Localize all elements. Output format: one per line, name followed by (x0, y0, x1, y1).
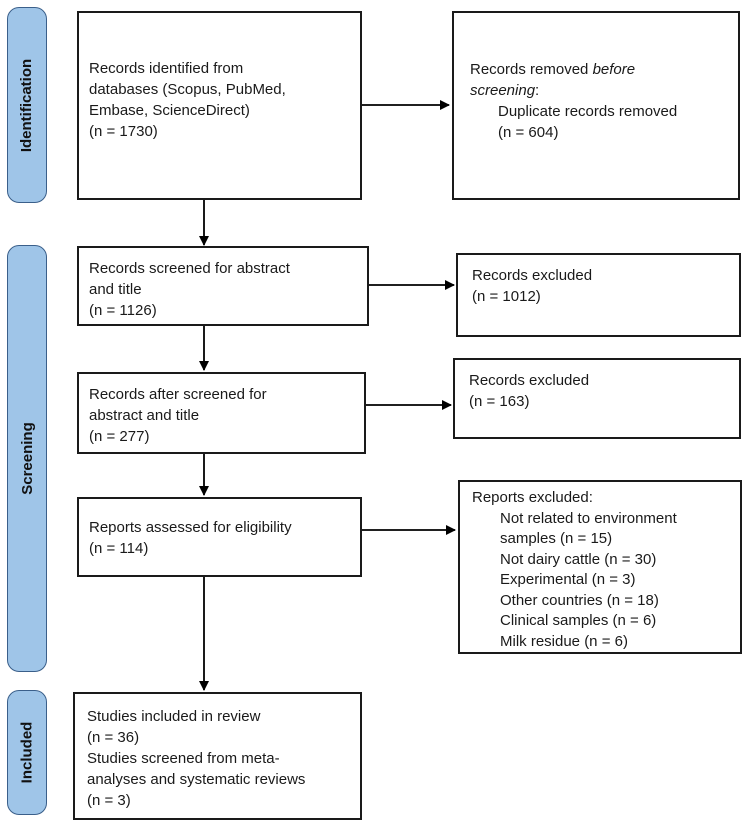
text-line: Records excluded (469, 372, 590, 389)
stage-included: Included (7, 690, 47, 815)
text-line: Records removed before (470, 61, 636, 78)
box-records-removed: Records removed before screening: Duplic… (452, 11, 740, 200)
text-line: Records screened for abstract (89, 260, 290, 277)
box-records-excluded-2: Records excluded (n = 163) (453, 358, 741, 439)
stage-identification: Identification (7, 7, 47, 203)
text-line: Experimental (n = 3) (500, 571, 636, 588)
box-records-identified: Records identified from databases (Scopu… (77, 11, 362, 200)
text-line: Clinical samples (n = 6) (500, 612, 657, 629)
text-line: Reports assessed for eligibility (89, 519, 292, 536)
box-records-screened: Records screened for abstract and title … (77, 246, 369, 326)
text-line: abstract and title (89, 407, 200, 424)
text-line: (n = 3) (87, 792, 131, 809)
text-line: analyses and systematic reviews (87, 771, 306, 788)
text-line: (n = 163) (469, 393, 530, 410)
text-line: samples (n = 15) (500, 530, 613, 547)
text-line: Records excluded (472, 267, 593, 284)
text-line: (n = 277) (89, 428, 150, 445)
text-line: Embase, ScienceDirect) (89, 102, 250, 119)
box-reports-excluded: Reports excluded: Not related to environ… (458, 480, 742, 654)
text-line: (n = 1012) (472, 288, 541, 305)
text-line: (n = 114) (89, 540, 149, 557)
box-reports-assessed: Reports assessed for eligibility (n = 11… (77, 497, 362, 577)
text-line: (n = 1126) (89, 302, 157, 319)
text-line: Other countries (n = 18) (500, 591, 659, 609)
stage-screening: Screening (7, 245, 47, 672)
text-line: Milk residue (n = 6) (500, 632, 628, 650)
text-line: screening: (470, 82, 540, 99)
box-records-excluded-1: Records excluded (n = 1012) (456, 253, 741, 337)
text-line: (n = 36) (87, 729, 140, 746)
text-line: (n = 604) (498, 124, 559, 141)
text-line: Not related to environment (500, 509, 677, 527)
text-line: Records identified from (89, 60, 244, 77)
text-line: Records after screened for (89, 386, 267, 403)
text-line: Duplicate records removed (498, 103, 678, 120)
box-studies-included: Studies included in review (n = 36) Stud… (73, 692, 362, 820)
box-records-after-screened: Records after screened for abstract and … (77, 372, 366, 454)
text-line: Reports excluded: (472, 489, 593, 506)
text-line: Studies included in review (87, 708, 261, 725)
text-line: Not dairy cattle (n = 30) (500, 550, 657, 568)
text-line: Studies screened from meta- (87, 750, 280, 767)
text-line: databases (Scopus, PubMed, (89, 81, 286, 98)
text-line: and title (89, 281, 142, 298)
text-line: (n = 1730) (89, 123, 158, 140)
